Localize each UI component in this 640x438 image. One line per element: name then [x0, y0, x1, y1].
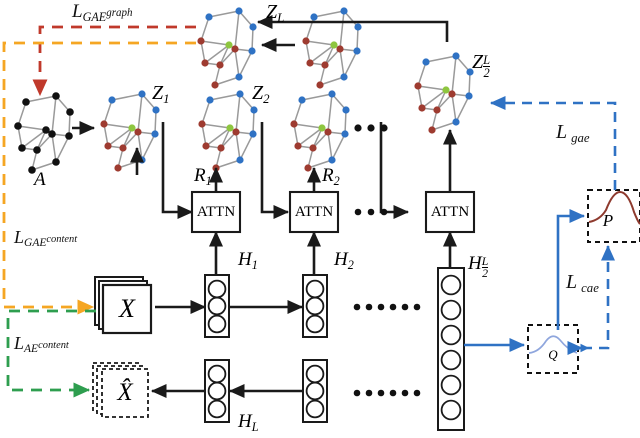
loss-label-gae-graph: LGAEgraph [72, 1, 133, 24]
graph-z3 [289, 89, 351, 173]
loss-gae-content-path [2, 41, 196, 315]
label-r2: R2 [322, 165, 340, 188]
graph-z1 [99, 89, 161, 173]
loss-label-ae-content: LAEcontent [14, 333, 69, 356]
loss-gae-path [489, 95, 617, 190]
x-input-label: X [119, 294, 135, 323]
p-distribution-label: P [602, 211, 614, 230]
ellipsis-h-row [353, 303, 421, 311]
arrow-z1-to-attn1 [161, 122, 194, 220]
label-z2: Z2 [252, 82, 270, 106]
arrow-z3-to-attnl [379, 122, 410, 220]
label-zl: ZL [266, 1, 285, 25]
graph-zl-prev [301, 6, 363, 90]
graph-zl [196, 6, 258, 90]
graph-z2 [197, 89, 259, 173]
loss-gae-graph-path [32, 25, 196, 97]
label-r1: R1 [194, 165, 212, 188]
x-recon-label: X̂ [117, 379, 133, 406]
graph-adjacency-A [13, 91, 75, 175]
attn-2-box[interactable] [288, 190, 340, 234]
loss-label-gae-content: LGAEcontent [14, 227, 78, 250]
loss-ae-content-path [6, 309, 96, 398]
ellipsis-graph-row [354, 124, 388, 132]
loss-cae-path [567, 244, 616, 356]
attn-1-box[interactable] [190, 190, 242, 234]
neuron-column-hl-half [437, 267, 465, 431]
neuron-column-h2 [302, 274, 328, 338]
graph-zl-half [413, 51, 475, 135]
attn-l-box[interactable] [424, 190, 476, 234]
label-h1: H1 [238, 249, 258, 272]
label-z1: Z1 [152, 82, 170, 106]
ellipsis-attn-row [354, 208, 388, 216]
x-input-stack [94, 276, 153, 335]
p-distribution-box[interactable] [587, 189, 640, 243]
attn-2-label: ATTN [294, 203, 334, 220]
q-distribution-label: Q [548, 347, 558, 362]
neuron-column-hl-prev [302, 359, 328, 423]
arrow-z2-to-attn2 [260, 122, 290, 220]
x-recon-stack [92, 362, 149, 418]
attn-l-label: ATTN [430, 203, 470, 220]
neuron-column-h1 [204, 274, 230, 338]
label-adjacency-A: A [34, 169, 46, 190]
attn-1-label: ATTN [196, 203, 236, 220]
arrow-q-to-p [556, 208, 586, 330]
neuron-column-hl [204, 359, 230, 423]
label-hl: HL [238, 411, 259, 434]
arrow-zlhalf-to-top [256, 14, 449, 42]
ellipsis-hl-row [353, 389, 421, 397]
label-h2: H2 [334, 249, 354, 272]
loss-cae-arrow-into-q [580, 343, 590, 353]
